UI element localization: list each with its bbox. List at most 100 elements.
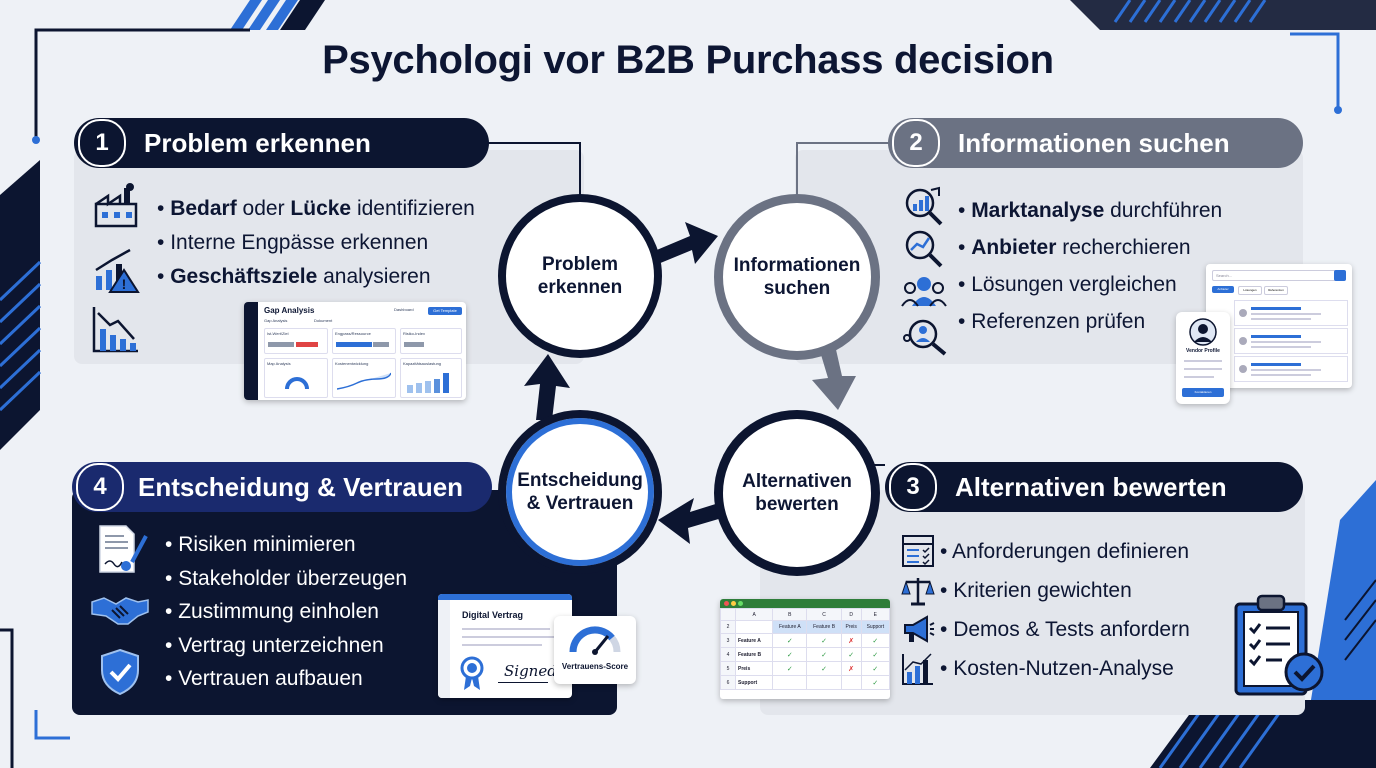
stage-4-number: 4 (76, 463, 124, 511)
scale-icon (901, 578, 935, 606)
growth-warning-chart-icon: ! (95, 248, 140, 293)
bar-chart-icon (902, 653, 933, 685)
cycle-node-alternatives: Alternativen bewerten (714, 410, 880, 576)
magnifier-chart-icon (905, 230, 943, 268)
contact-vendor-button[interactable]: Kontaktieren (1182, 388, 1224, 397)
search-result-row[interactable] (1234, 328, 1348, 354)
search-button[interactable] (1334, 270, 1346, 281)
clipboard-check-icon (1234, 594, 1324, 696)
stage-2-bullets: • Marktanalyse durchführen • Anbieter re… (958, 192, 1222, 340)
stage-2-bullet: • Referenzen prüfen (958, 310, 1146, 333)
cycle-node-problem: Problem erkennen (498, 194, 662, 358)
gap-card-tab[interactable]: Dokument (314, 318, 333, 323)
search-result-row[interactable] (1234, 300, 1348, 326)
stage-2-header: 2 Informationen suchen (888, 118, 1303, 168)
sheet-header-cell: Feature A (772, 620, 808, 634)
gap-tile: Risiko-Index (400, 328, 462, 354)
stage-3-title: Alternativen bewerten (955, 471, 1227, 502)
stage-1-title: Problem erkennen (144, 127, 371, 158)
gap-card-tab[interactable]: Gap Analysis (264, 318, 288, 323)
handshake-icon (91, 597, 149, 625)
trust-score-card: Vertrauens-Score (554, 616, 636, 684)
sheet-header-cell: Feature B (806, 620, 842, 634)
arrow-3-to-4 (658, 498, 722, 544)
shield-check-icon (101, 648, 139, 696)
stage-3-bullet: • Kosten-Nutzen-Analyse (940, 657, 1174, 680)
card-sidebar (244, 302, 258, 400)
gap-tile: Map Analysis (264, 358, 328, 398)
gap-card-title: Gap Analysis (264, 306, 315, 315)
vendor-profile-card: Vendor Profile Kontaktieren (1176, 312, 1230, 404)
stage-3-bullet: • Demos & Tests anfordern (940, 618, 1190, 641)
svg-text:!: ! (122, 276, 127, 292)
stage-2-bullet: • Anbieter recherchieren (958, 236, 1191, 259)
digital-contract-card: Digital Vertrag Signed (438, 594, 572, 698)
stage-3-bullet: • Anforderungen definieren (940, 540, 1190, 563)
cycle-node-information: Informationen suchen (714, 194, 880, 360)
stage-1-bullet: • Bedarf oder Lücke identifizieren (157, 197, 475, 220)
stage-4-bullet: • Zustimmung einholen (165, 600, 379, 623)
seal-icon (460, 656, 484, 690)
search-tab[interactable]: Lösungen (1238, 286, 1262, 295)
stage-3-header: 3 Alternativen bewerten (885, 462, 1303, 512)
stage-2-bullet: • Lösungen vergleichen (958, 273, 1177, 296)
stage-3-bullet: • Kriterien gewichten (940, 579, 1132, 602)
gap-tile: Kostenentwicklung (332, 358, 396, 398)
digital-contract-title: Digital Vertrag (462, 610, 524, 620)
gap-tile: Ist-Wert/Ziel (264, 328, 328, 354)
sheet-row-label: Support (734, 675, 774, 690)
stage-4-bullet: • Stakeholder überzeugen (165, 566, 408, 590)
sheet-column-letter: E (860, 608, 890, 621)
gap-tile: Engpass/Ressource (332, 328, 396, 354)
stage-1-bullet: • Interne Engpässe erkennen (157, 231, 429, 254)
stage-2-title: Informationen suchen (958, 127, 1230, 158)
stage-1-bullets: • Bedarf oder Lücke identifizieren • Int… (157, 192, 475, 294)
stage-1-header: 1 Problem erkennen (74, 118, 489, 168)
stage-3-number: 3 (889, 463, 937, 511)
stage-4-header: 4 Entscheidung & Vertrauen (72, 462, 492, 512)
search-results-card: Search... Anbieter Lösungen Referenzen (1206, 264, 1352, 388)
arrow-1-to-2 (652, 222, 718, 264)
stage-4-bullet: • Risiken minimieren (165, 533, 356, 556)
check-mark-icon: ✓ (860, 675, 890, 690)
get-template-button[interactable]: Get Template (428, 307, 462, 315)
people-group-icon (901, 277, 947, 307)
decline-chart-icon (92, 307, 138, 353)
factory-icon (94, 183, 138, 228)
sheet-header-cell: Support (860, 620, 890, 634)
stage-4-bullet: • Vertrauen aufbauen (165, 667, 363, 690)
stage-1-number: 1 (78, 119, 126, 167)
sheet-row-label: Feature A (734, 633, 774, 648)
search-tab[interactable]: Anbieter (1212, 286, 1234, 293)
trust-score-label: Vertrauens-Score (561, 662, 629, 671)
search-tab[interactable]: Referenzen (1264, 286, 1288, 295)
vendor-avatar-icon (1189, 318, 1217, 346)
stage-4-bullet: • Vertrag unterzeichnen (165, 633, 384, 657)
gap-analysis-card: Gap Analysis Dashboard Get Template Gap … (244, 302, 466, 400)
cycle-node-decision: Entscheidung & Vertrauen (498, 410, 662, 574)
trust-gauge-icon (569, 626, 621, 655)
arrow-4-to-1 (524, 354, 570, 420)
check-mark-icon (806, 675, 842, 690)
stage-4-bullets: • Risiken minimieren • Stakeholder überz… (165, 528, 407, 696)
sheet-column-letter: A (734, 608, 774, 621)
stage-3-bullets: • Anforderungen definieren • Kriterien g… (940, 532, 1190, 688)
megaphone-icon (904, 615, 935, 643)
stage-4-title: Entscheidung & Vertrauen (138, 471, 464, 502)
stage-2-bullet: • Marktanalyse durchführen (958, 199, 1223, 222)
gap-card-dashboard: Dashboard (394, 307, 414, 312)
signature-text: Signed (504, 662, 557, 680)
stage-2-number: 2 (892, 119, 940, 167)
magnifier-people-icon (903, 319, 947, 356)
stage-1-bullet: • Geschäftsziele analysieren (157, 265, 431, 288)
contract-icon (99, 525, 148, 573)
search-result-row[interactable] (1234, 356, 1348, 382)
page-title: Psychologi vor B2B Purchass decision (322, 38, 1054, 82)
